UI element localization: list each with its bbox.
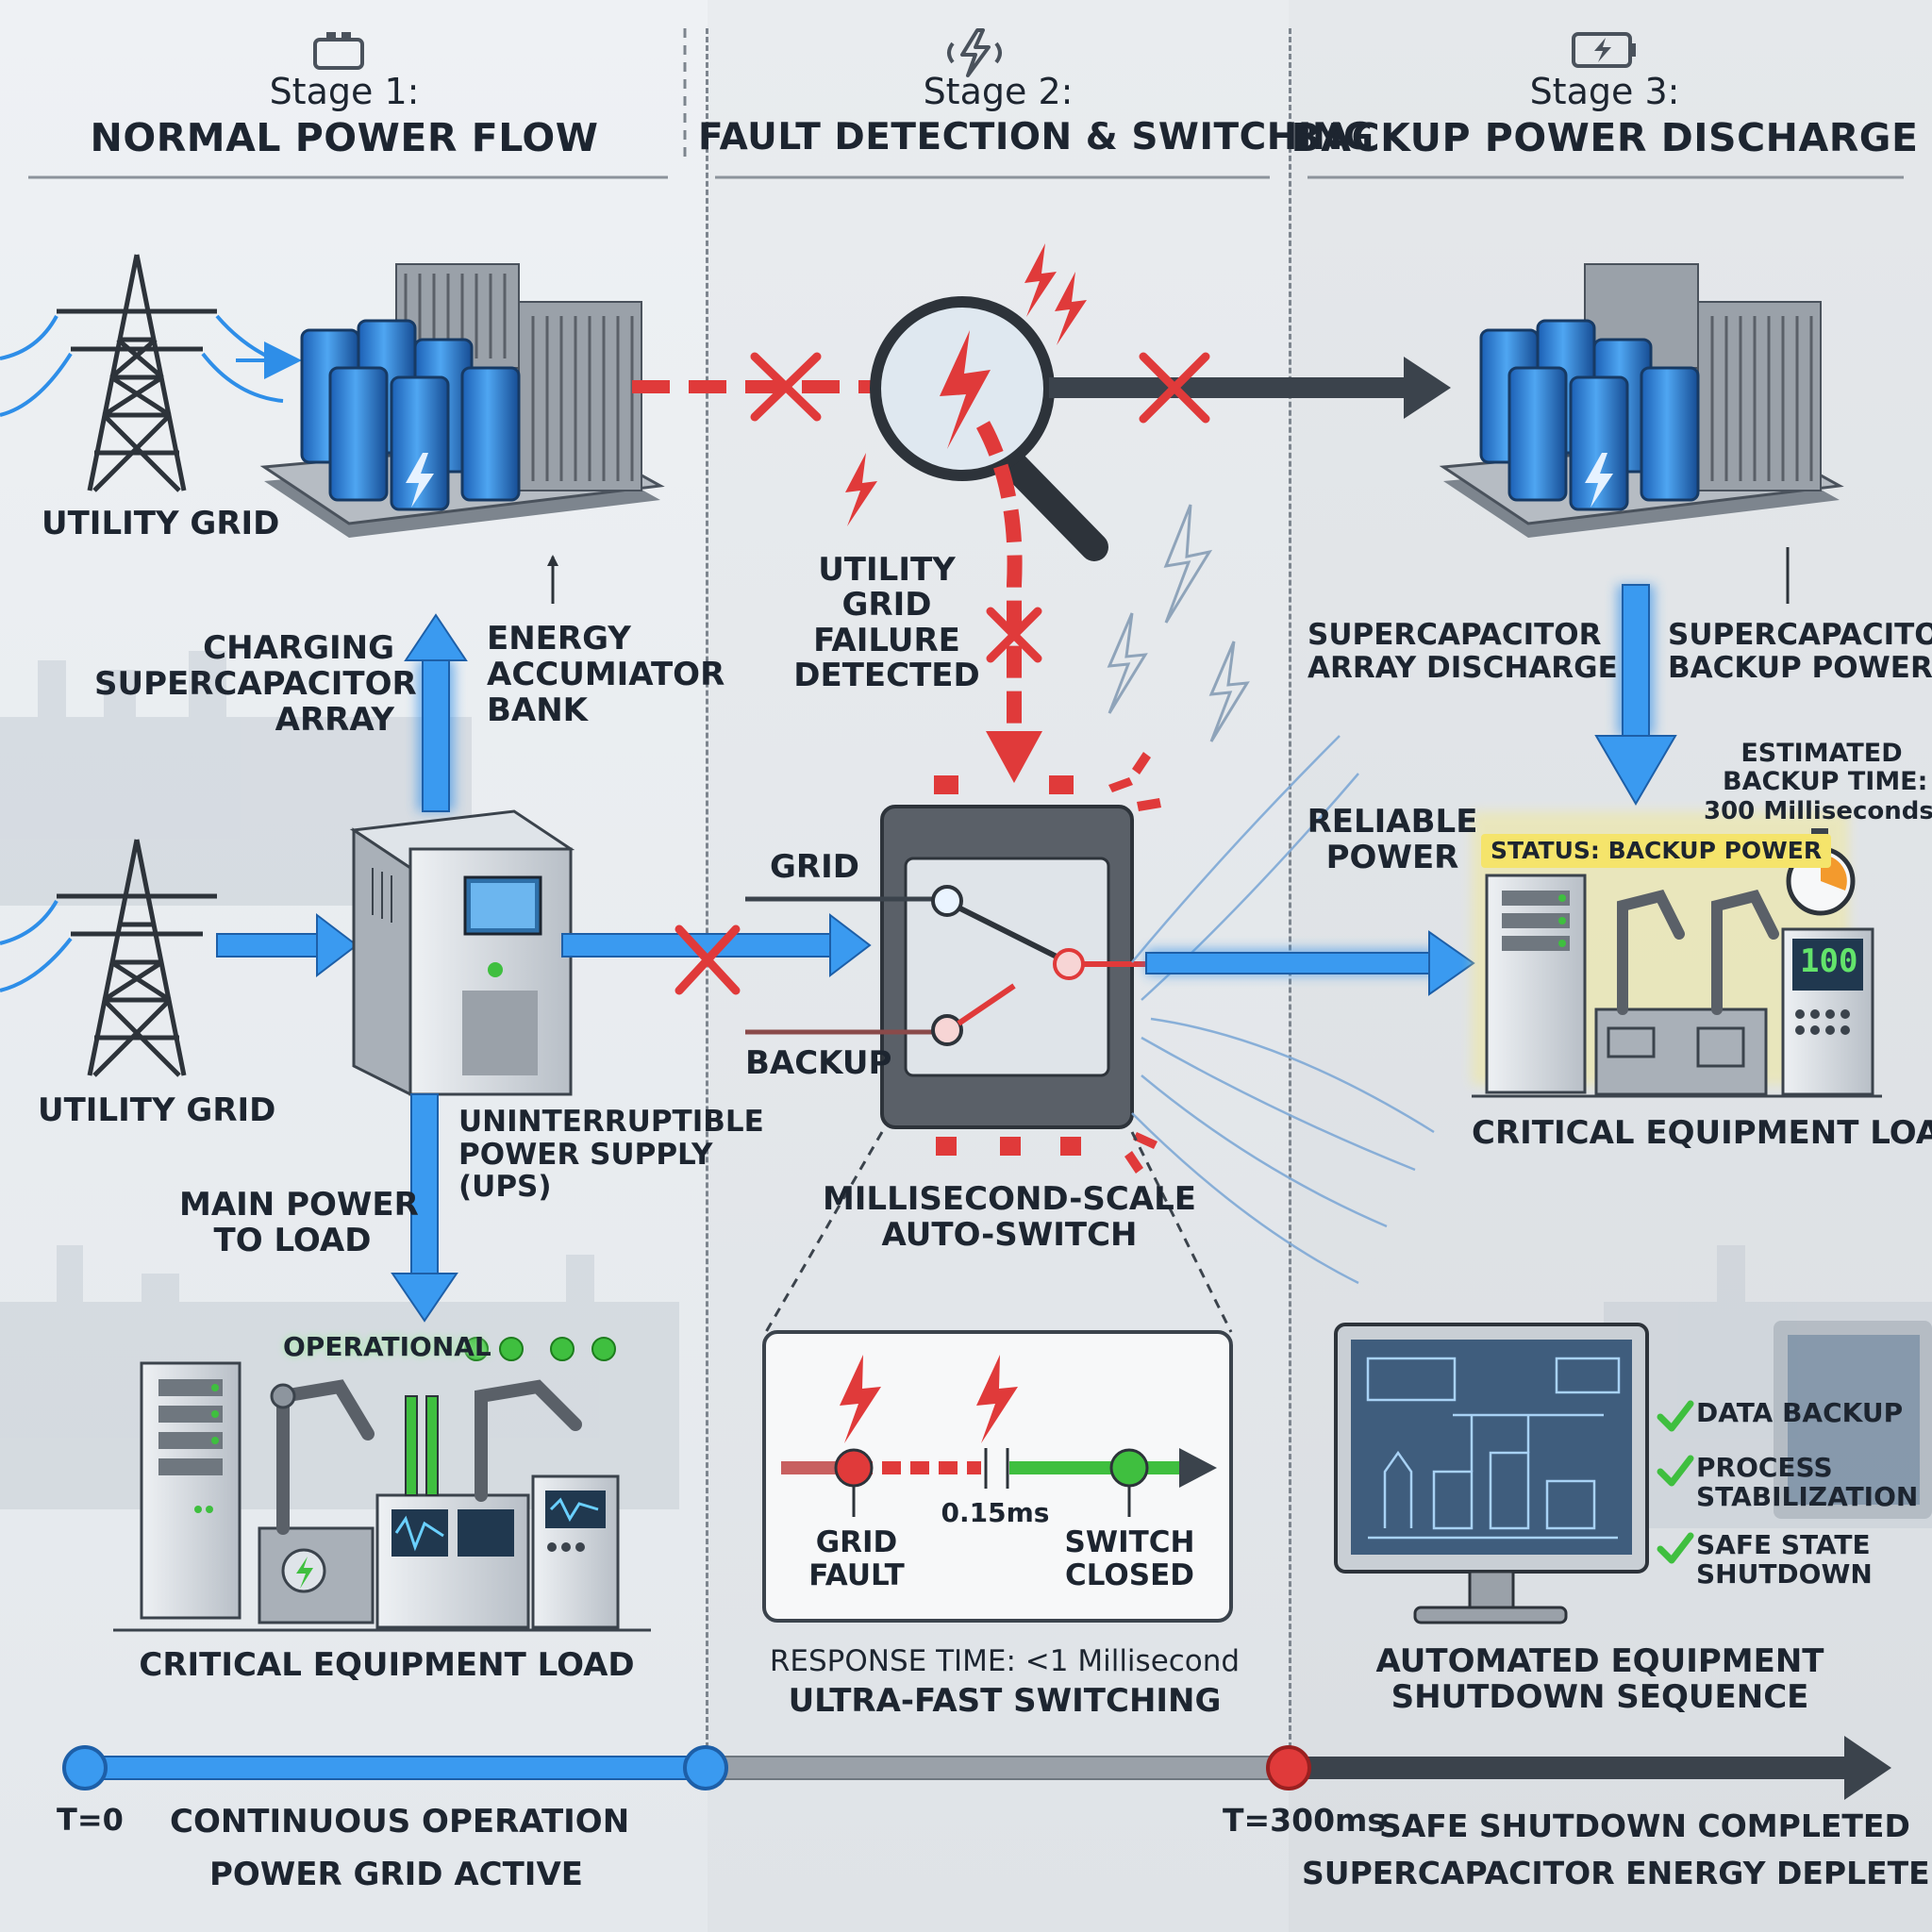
switch-closed-label: SWITCH CLOSED — [1064, 1525, 1195, 1592]
discharge-arrow — [1594, 584, 1677, 806]
timeline-bar — [62, 1736, 1891, 1800]
array-discharge-label: SUPERCAPACITOR ARRAY DISCHARGE — [1307, 618, 1618, 685]
supercapacitor-bank — [259, 263, 665, 538]
grid-to-ups-arrow — [216, 912, 358, 978]
energy-depleted-label: SUPERCAPACITOR ENERGY DEPLETED — [1302, 1855, 1932, 1891]
battery-icon — [313, 32, 364, 70]
zoom-callout-lines — [764, 1131, 1233, 1333]
ups-unit — [349, 809, 575, 1097]
response-time-label: RESPONSE TIME: <1 Millisecond — [769, 1644, 1241, 1678]
timing-callout-box — [762, 1330, 1233, 1623]
switch-grid-line — [745, 885, 1066, 963]
checklist-item: SAFE STATE SHUTDOWN — [1696, 1529, 1873, 1591]
lightning-icon — [947, 28, 1002, 77]
reliable-power-label: RELIABLE POWER — [1307, 803, 1478, 877]
fault-spark-icons — [845, 243, 1087, 526]
critical-load-label-stage1: CRITICAL EQUIPMENT LOAD — [139, 1646, 635, 1684]
stage2-number: Stage 2: — [923, 71, 1074, 112]
timeline-marker-t300 — [1266, 1745, 1311, 1790]
ups-to-bank-arrow — [404, 613, 468, 812]
critical-load-label-stage3: CRITICAL EQUIPMENT LOAD — [1472, 1114, 1932, 1152]
timeline-t300-label: T=300ms — [1223, 1802, 1387, 1839]
timeline-t0-label: T=0 — [57, 1802, 124, 1838]
stage-divider — [1289, 28, 1291, 1774]
switch-to-load-arrow — [1145, 930, 1475, 996]
grid-fault-label: GRID FAULT — [808, 1525, 905, 1592]
critical-equipment-stage3 — [1472, 874, 1882, 1098]
power-lines-top — [0, 314, 284, 417]
display-readout: 100 — [1800, 942, 1858, 980]
dashboard-screens-bg — [1774, 1321, 1932, 1519]
stage1-number: Stage 1: — [269, 71, 420, 112]
critical-equipment-stage1 — [113, 1361, 651, 1632]
main-power-label: MAIN POWER TO LOAD — [179, 1186, 419, 1260]
checklist-item: PROCESS STABILIZATION — [1696, 1452, 1919, 1513]
failure-signal-arrow — [975, 421, 1042, 783]
battery-charging-icon — [1572, 32, 1636, 68]
fault-x-icon — [1139, 352, 1210, 424]
magnifier-icon — [870, 296, 1108, 561]
stage-divider — [706, 28, 708, 1774]
stage2-title: FAULT DETECTION & SWITCHING — [698, 116, 1374, 158]
ups-label: UNINTERRUPTIBLE POWER SUPPLY (UPS) — [458, 1105, 764, 1205]
checklist-item: DATA BACKUP — [1696, 1397, 1904, 1428]
switch-backup-line — [745, 948, 1151, 1046]
status-badge: STATUS: BACKUP POWER — [1481, 834, 1832, 868]
shutdown-monitor — [1334, 1323, 1649, 1624]
switch-backup-label: BACKUP — [745, 1044, 892, 1082]
estimated-backup-value: 300 Milliseconds — [1704, 797, 1932, 825]
operational-indicator — [464, 1337, 616, 1361]
stage3-number: Stage 3: — [1529, 71, 1680, 112]
charging-array-label: CHARGING SUPERCAPACITOR ARRAY — [94, 629, 417, 740]
lightning-outline-icons — [1107, 504, 1250, 742]
timeline-marker-t0 — [62, 1745, 108, 1790]
estimated-backup-label: ESTIMATED BACKUP TIME: — [1723, 739, 1928, 797]
fault-x-icon — [675, 924, 741, 995]
continuous-operation-label: CONTINUOUS OPERATION — [170, 1803, 630, 1840]
failure-detected-label: UTILITY GRID FAILURE DETECTED — [793, 551, 980, 695]
ultrafast-label: ULTRA-FAST SWITCHING — [788, 1682, 1222, 1720]
safe-shutdown-label: SAFE SHUTDOWN COMPLETED — [1379, 1807, 1910, 1844]
utility-grid-label-top: UTILITY GRID — [42, 505, 280, 542]
accumulator-bank-label: ENERGY ACCUMIATOR BANK — [487, 620, 725, 730]
switch-delay-value: 0.15ms — [941, 1497, 1050, 1528]
shutdown-sequence-label: AUTOMATED EQUIPMENT SHUTDOWN SEQUENCE — [1375, 1642, 1824, 1717]
supercapacitor-bank-stage3 — [1439, 263, 1844, 538]
switch-alert-marks — [1108, 752, 1161, 1174]
supercap-backup-label: SUPERCAPACITOR BACKUP POWER — [1668, 618, 1932, 685]
grid-active-label: POWER GRID ACTIVE — [208, 1856, 583, 1893]
operational-status: OPERATIONAL — [283, 1331, 491, 1362]
stage3-title: BACKUP POWER DISCHARGE — [1291, 115, 1919, 160]
transmission-tower-top — [57, 254, 217, 492]
timeline-marker-switch — [683, 1745, 728, 1790]
switch-grid-label: GRID — [770, 848, 859, 886]
utility-grid-label-bottom: UTILITY GRID — [38, 1091, 276, 1129]
fault-x-icon — [750, 352, 822, 422]
autoswitch-label: MILLISECOND-SCALE AUTO-SWITCH — [822, 1180, 1197, 1255]
fault-line-to-stage3 — [1049, 357, 1451, 419]
stage1-title: NORMAL POWER FLOW — [90, 115, 599, 160]
transmission-tower-bottom — [57, 839, 217, 1077]
ups-to-load-arrow — [391, 1093, 458, 1323]
check-icon — [1657, 1400, 1694, 1564]
fault-x-icon — [986, 607, 1042, 663]
